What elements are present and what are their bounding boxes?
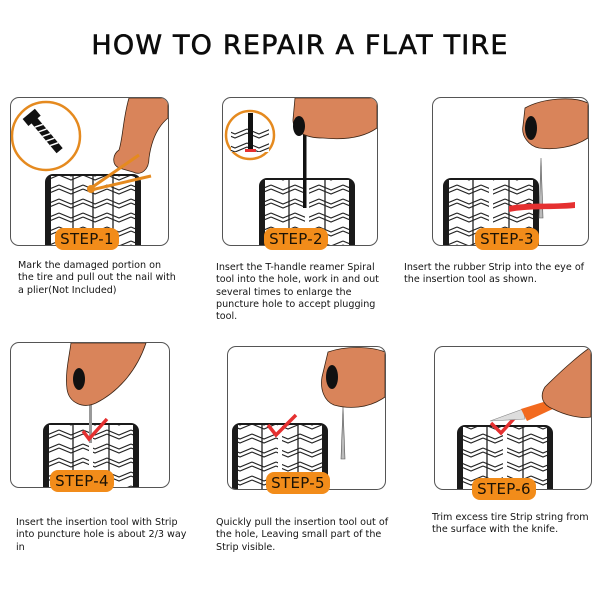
insertion-tool-icon: [340, 406, 346, 460]
hand-icon: [292, 98, 377, 140]
step-5-description: Quickly pull the insertion tool out of t…: [216, 517, 389, 553]
hand-icon: [522, 98, 588, 150]
hand-icon: [113, 98, 168, 174]
step-4-badge: STEP-4: [50, 470, 114, 492]
step-6-badge: STEP-6: [472, 478, 536, 500]
step-4-description: Insert the insertion tool with Strip int…: [16, 517, 187, 553]
step-3-illustration: [432, 97, 589, 246]
step-5-badge: STEP-5: [266, 472, 330, 494]
tire-icon: [11, 98, 168, 245]
step-6-description: Trim excess tire Strip string from the s…: [432, 512, 589, 536]
checkmark-icon: [266, 413, 298, 438]
step-1-description: Mark the damaged portion on the tire and…: [18, 260, 176, 296]
tire-icon: [43, 343, 147, 487]
step-3-description: Insert the rubber Strip into the eye of …: [404, 262, 585, 286]
insertion-tool-icon: [538, 157, 544, 219]
step-6-illustration: [434, 346, 592, 490]
tire-icon: [232, 347, 385, 489]
hand-icon: [541, 347, 591, 418]
step-3-badge: STEP-3: [475, 228, 539, 250]
tire-icon: [443, 98, 588, 245]
step-4-illustration: [10, 342, 170, 488]
hand-icon: [66, 343, 147, 406]
step-5-illustration: [227, 346, 386, 490]
pliers-icon: [90, 153, 152, 192]
reamer-icon: [248, 113, 253, 151]
hand-icon: [321, 347, 385, 408]
step-1-badge: STEP-1: [55, 228, 119, 250]
step-2-illustration: [222, 97, 378, 246]
page-title: HOW TO REPAIR A FLAT TIRE: [91, 30, 509, 62]
screw-nail-icon: [22, 108, 63, 154]
tire-icon: [224, 98, 377, 245]
tire-icon: [457, 347, 591, 489]
step-2-badge: STEP-2: [264, 228, 328, 250]
checkmark-icon: [81, 417, 109, 442]
rubber-strip-icon: [509, 202, 575, 212]
step-1-illustration: [10, 97, 169, 246]
step-2-description: Insert the T-handle reamer Spiral tool i…: [216, 262, 379, 323]
